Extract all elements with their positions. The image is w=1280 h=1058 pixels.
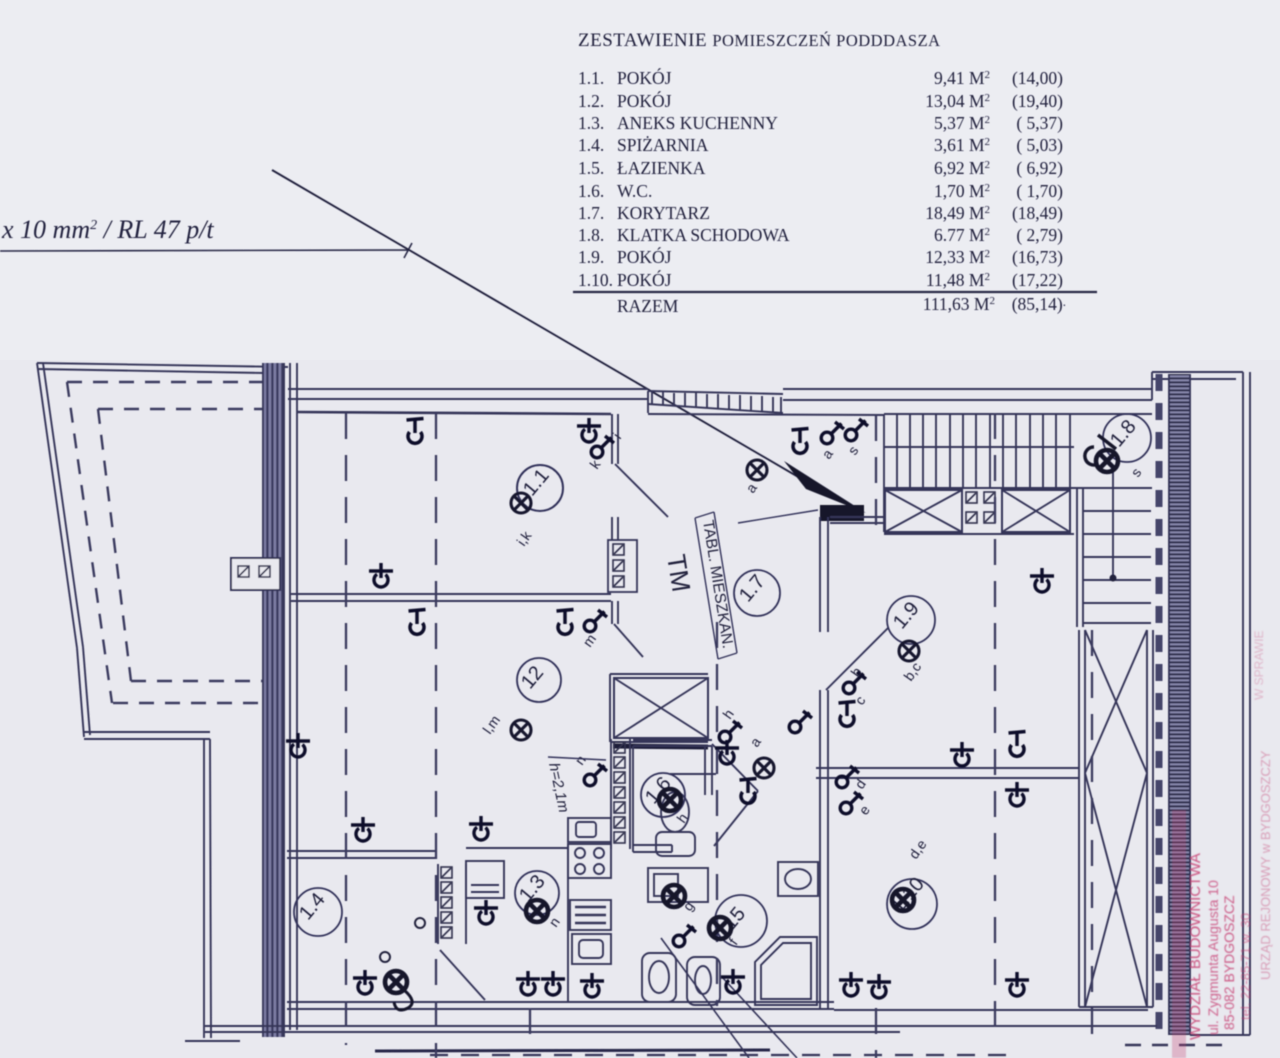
svg-text:111,63 M2: 111,63 M2 xyxy=(923,294,995,314)
svg-text:( 2,79): ( 2,79) xyxy=(1016,225,1063,245)
svg-text:6.77 M2: 6.77 M2 xyxy=(934,225,990,245)
svg-text:1.10.POKÓJ: 1.10.POKÓJ xyxy=(578,270,672,290)
svg-text:1.5.ŁAZIENKA: 1.5.ŁAZIENKA xyxy=(578,158,706,178)
svg-text:i: i xyxy=(609,430,624,442)
svg-text:(19,40): (19,40) xyxy=(1012,91,1063,111)
svg-text:1.3.ANEKS KUCHENNY: 1.3.ANEKS KUCHENNY xyxy=(578,113,778,133)
svg-text:(17,22): (17,22) xyxy=(1012,270,1063,290)
svg-text:URZĄD REJONOWY w BYDGOSZCZY: URZĄD REJONOWY w BYDGOSZCZY xyxy=(1258,750,1273,980)
svg-text:85-082 BYDGOSZCZ: 85-082 BYDGOSZCZ xyxy=(1221,895,1237,1030)
svg-text:6,92 M2: 6,92 M2 xyxy=(934,158,990,178)
svg-text:(14,00): (14,00) xyxy=(1012,68,1063,88)
svg-text:1,70 M2: 1,70 M2 xyxy=(934,181,990,201)
svg-text:1.4.SPIŻARNIA: 1.4.SPIŻARNIA xyxy=(578,135,709,155)
svg-text:12,33 M2: 12,33 M2 xyxy=(925,247,990,267)
svg-text:(16,73): (16,73) xyxy=(1012,247,1063,267)
svg-text:( 5,03): ( 5,03) xyxy=(1016,135,1063,155)
svg-text:ul. Zygmunta Augusta 10: ul. Zygmunta Augusta 10 xyxy=(1205,880,1221,1035)
svg-text:RAZEM: RAZEM xyxy=(617,296,679,316)
svg-text:W SPRAWIE: W SPRAWIE xyxy=(1252,630,1266,700)
svg-text:5,37 M2: 5,37 M2 xyxy=(934,113,990,133)
svg-text:ZESTAWIENIE POMIESZCZEŃ PODDDA: ZESTAWIENIE POMIESZCZEŃ PODDDASZA xyxy=(578,30,941,51)
svg-text:9,41 M2: 9,41 M2 xyxy=(934,68,990,88)
svg-text:3,61 M2: 3,61 M2 xyxy=(934,135,990,155)
svg-text:(85,14).: (85,14). xyxy=(1012,294,1066,314)
svg-text:WYDZIAŁ BUDOWNICTWA: WYDZIAŁ BUDOWNICTWA xyxy=(1187,853,1204,1040)
svg-text:( 1,70): ( 1,70) xyxy=(1016,181,1063,201)
svg-text:1.7.KORYTARZ: 1.7.KORYTARZ xyxy=(578,203,710,223)
svg-text:1.9.POKÓJ: 1.9.POKÓJ xyxy=(578,247,672,267)
svg-text:( 6,92): ( 6,92) xyxy=(1016,158,1063,178)
svg-text:1.8.KLATKA SCHODOWA: 1.8.KLATKA SCHODOWA xyxy=(578,225,790,245)
svg-text:(18,49): (18,49) xyxy=(1012,203,1063,223)
svg-text:11,48 M2: 11,48 M2 xyxy=(926,270,990,290)
svg-text:1.2.POKÓJ: 1.2.POKÓJ xyxy=(578,91,672,111)
svg-text:1.1.POKÓJ: 1.1.POKÓJ xyxy=(578,68,672,88)
svg-text:tel. 22-85-71 w. 30: tel. 22-85-71 w. 30 xyxy=(1238,913,1253,1020)
svg-text:13,04 M2: 13,04 M2 xyxy=(925,91,990,111)
svg-text:( 5,37): ( 5,37) xyxy=(1016,113,1063,133)
svg-text:x 10 mm2 / RL 47 p/t: x 10 mm2 / RL 47 p/t xyxy=(1,215,214,244)
svg-text:TM: TM xyxy=(661,552,697,594)
svg-text:18,49 M2: 18,49 M2 xyxy=(925,203,990,223)
